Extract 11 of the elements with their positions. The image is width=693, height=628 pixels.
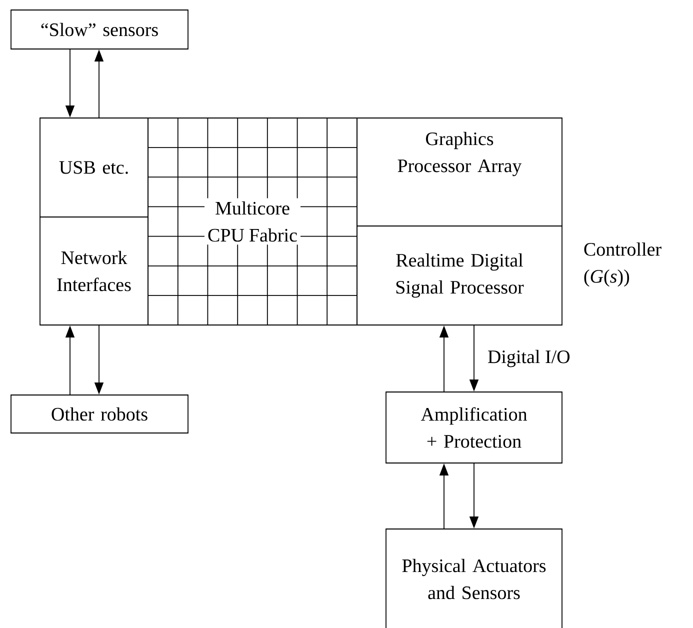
edge-label: Digital I/O bbox=[488, 350, 570, 368]
input-box: “Slow” sensors bbox=[10, 10, 188, 50]
interface-box: Network Interfaces bbox=[40, 216, 148, 326]
processor-grid: Multicore CPU Fabric bbox=[148, 118, 358, 326]
process-box: Physical Actuators and Sensors bbox=[386, 528, 562, 628]
robot-box: Other robots bbox=[10, 394, 188, 434]
controller-label: Controller (G(s)) bbox=[584, 242, 662, 287]
interface-box: USB etc. bbox=[40, 118, 148, 218]
process-box: Amplification + Protection bbox=[386, 392, 562, 464]
processor-box: Realtime Digital Signal Processor bbox=[356, 226, 562, 326]
processor-box: Graphics Processor Array bbox=[356, 118, 562, 226]
